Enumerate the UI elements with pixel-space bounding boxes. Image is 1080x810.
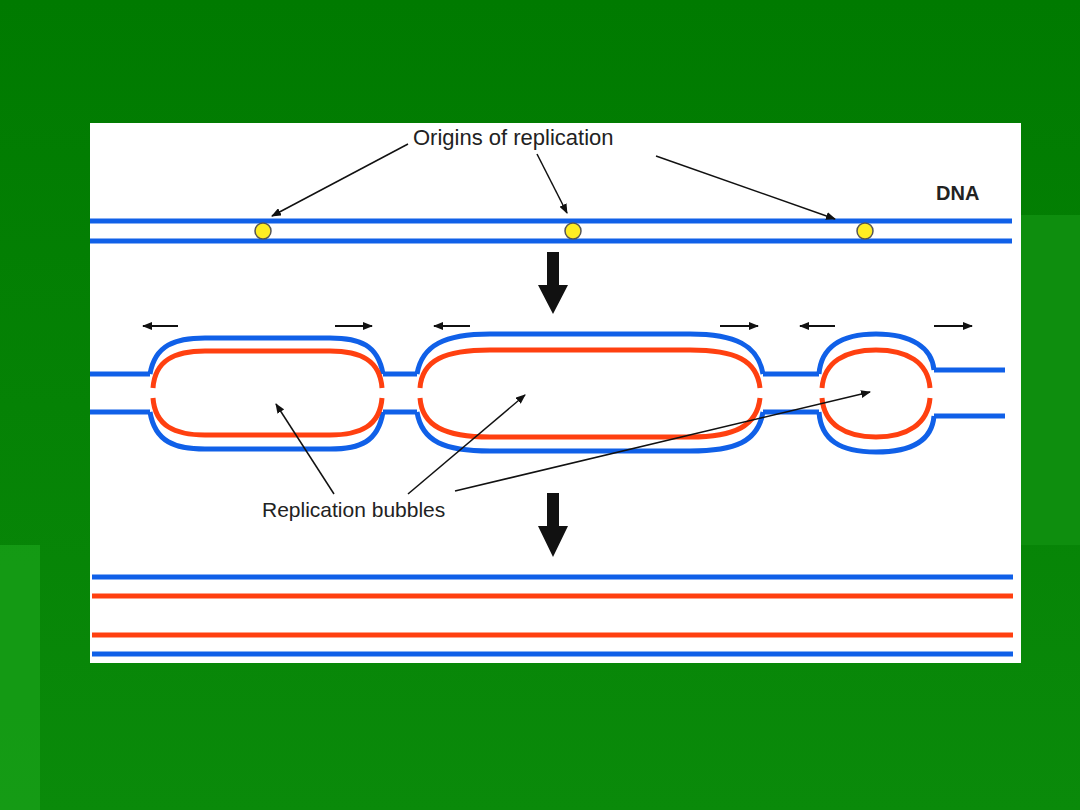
- leader-arrow: [276, 392, 870, 494]
- dna-label: DNA: [936, 182, 979, 204]
- step-arrow: [538, 252, 568, 557]
- origin-dot: [255, 223, 873, 239]
- diagram-panel: [90, 123, 1021, 663]
- dna-double-strand: [90, 221, 1012, 241]
- origin-label: Origins of replication: [413, 126, 614, 150]
- bubble-label: Replication bubbles: [262, 498, 445, 521]
- slide-band: [0, 545, 40, 810]
- fork-direction-arrow: [143, 325, 972, 327]
- leader-arrow: [272, 144, 835, 219]
- daughter-dna: [92, 577, 1013, 654]
- slide-band: [1020, 215, 1080, 545]
